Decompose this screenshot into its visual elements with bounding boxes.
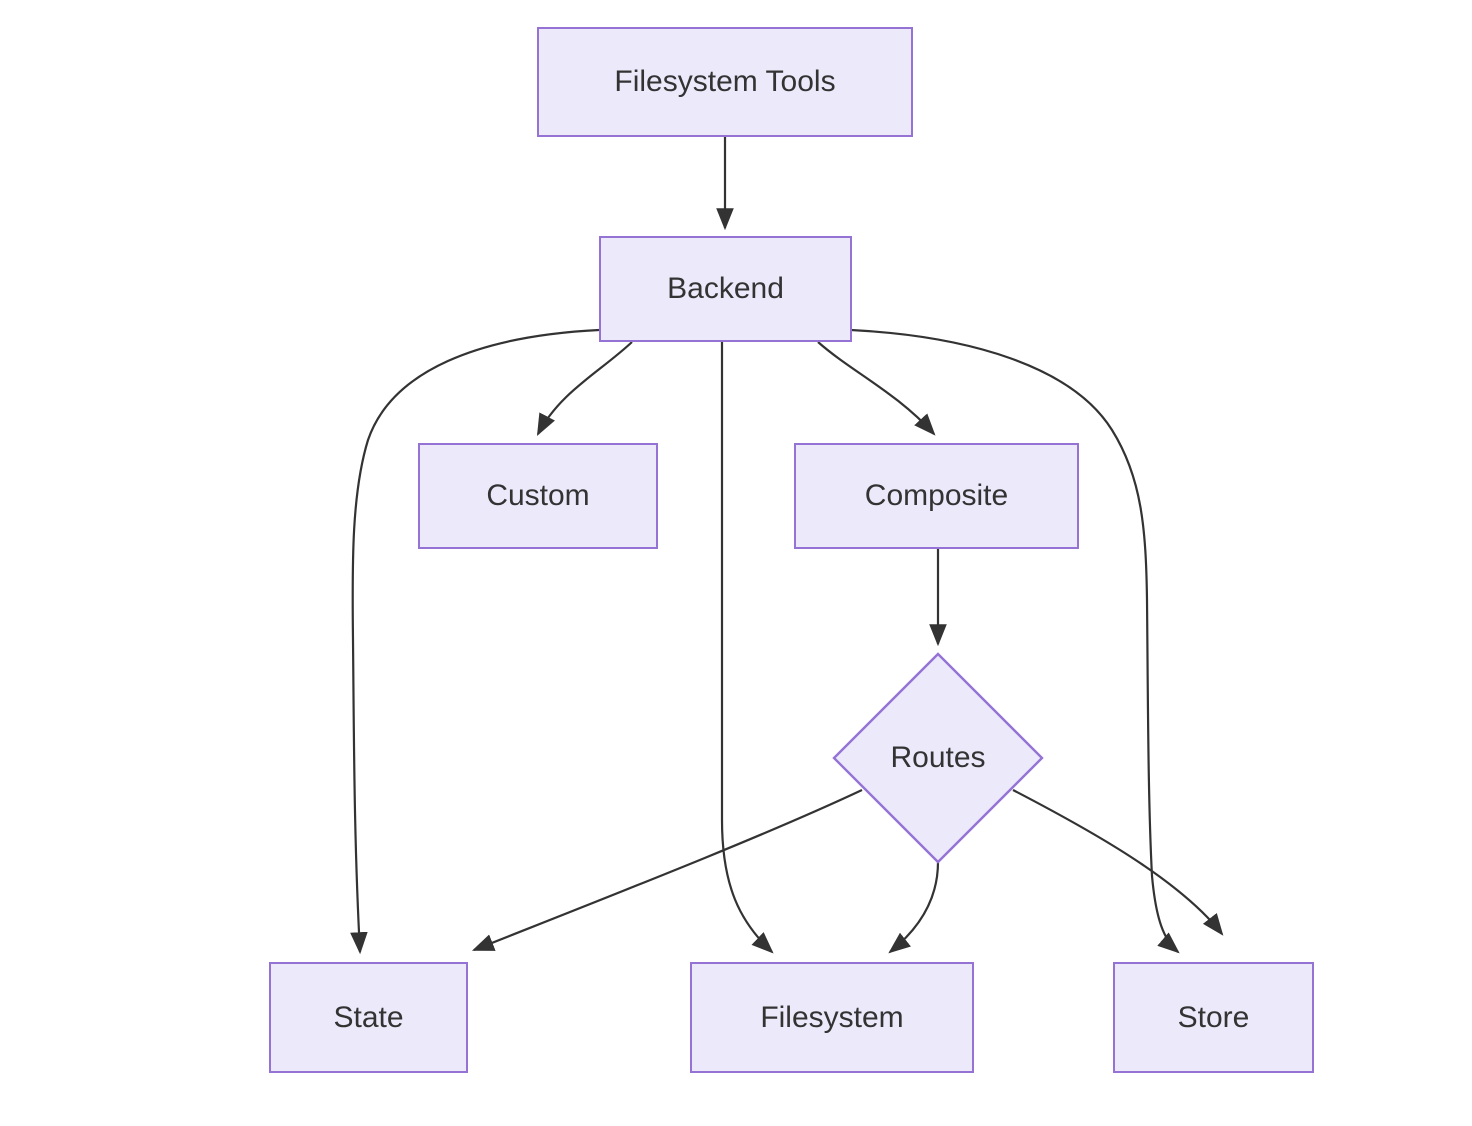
- node-routes-label: Routes: [890, 741, 986, 774]
- node-filesystem[interactable]: Filesystem: [690, 962, 974, 1073]
- node-routes[interactable]: Routes: [832, 652, 1044, 864]
- edge-routes-to-state: [471, 789, 863, 952]
- node-store[interactable]: Store: [1113, 962, 1314, 1073]
- node-custom[interactable]: Custom: [418, 443, 658, 549]
- edge-backend-to-composite: [817, 341, 936, 436]
- node-filesystem-label: Filesystem: [760, 1000, 904, 1034]
- node-custom-label: Custom: [486, 479, 590, 512]
- node-composite[interactable]: Composite: [794, 443, 1079, 549]
- node-filesystem-tools[interactable]: Filesystem Tools: [537, 27, 913, 137]
- node-composite-label: Composite: [864, 479, 1009, 512]
- diamond-shape: [832, 652, 1044, 864]
- edge-backend-to-store: [850, 328, 1180, 954]
- edge-backend-to-custom: [536, 341, 633, 436]
- node-backend[interactable]: Backend: [599, 236, 852, 342]
- edge-backend-to-filesystem: [720, 342, 774, 954]
- edge-backend-to-state: [350, 328, 600, 955]
- edge-routes-to-filesystem: [888, 861, 940, 954]
- node-backend-label: Backend: [667, 272, 784, 305]
- node-filesystem-tools-label: Filesystem Tools: [614, 65, 836, 98]
- node-store-label: Store: [1177, 1000, 1250, 1034]
- edge-routes-to-store: [1012, 789, 1224, 936]
- node-state[interactable]: State: [269, 962, 468, 1073]
- node-state-label: State: [333, 1000, 404, 1034]
